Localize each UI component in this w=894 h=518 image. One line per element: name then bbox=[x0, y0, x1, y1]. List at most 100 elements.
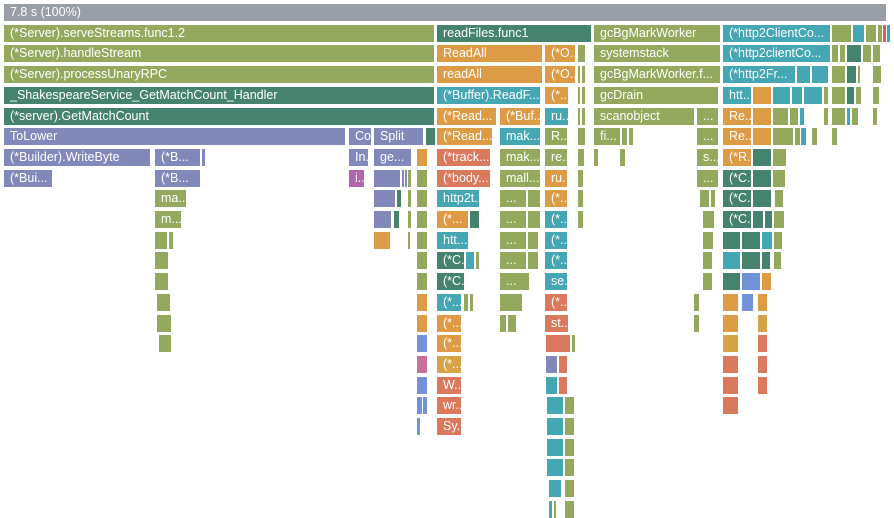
flame-frame[interactable] bbox=[873, 107, 877, 125]
flame-frame[interactable] bbox=[775, 190, 783, 208]
flame-frame[interactable] bbox=[723, 273, 740, 291]
flame-frame[interactable] bbox=[753, 190, 771, 208]
flame-frame[interactable] bbox=[694, 293, 699, 311]
flame-frame[interactable]: Split bbox=[374, 128, 423, 146]
flame-frame[interactable] bbox=[572, 335, 575, 353]
flame-frame[interactable] bbox=[773, 128, 793, 146]
flame-frame[interactable] bbox=[847, 107, 850, 125]
flame-frame[interactable]: (*... bbox=[545, 252, 567, 270]
flame-frame[interactable] bbox=[426, 128, 435, 146]
flame-frame[interactable]: (*... bbox=[545, 231, 567, 249]
flame-frame[interactable] bbox=[508, 314, 516, 332]
flame-frame[interactable] bbox=[774, 252, 781, 270]
flame-frame[interactable]: htt... bbox=[437, 231, 468, 249]
flame-frame[interactable] bbox=[417, 293, 427, 311]
flame-frame[interactable]: Re... bbox=[723, 128, 751, 146]
flame-frame[interactable] bbox=[470, 293, 473, 311]
flame-frame[interactable] bbox=[417, 252, 427, 270]
flame-frame[interactable] bbox=[547, 397, 563, 415]
flame-frame[interactable]: R... bbox=[545, 128, 567, 146]
flame-frame[interactable] bbox=[417, 211, 427, 228]
flame-frame[interactable] bbox=[402, 169, 404, 187]
flame-frame[interactable] bbox=[742, 231, 760, 249]
flame-frame[interactable]: (*... bbox=[545, 211, 567, 228]
flame-frame[interactable] bbox=[546, 355, 557, 373]
flame-frame[interactable]: (*... bbox=[437, 211, 468, 228]
flame-frame[interactable]: (*body... bbox=[437, 169, 490, 187]
flame-frame[interactable] bbox=[847, 66, 856, 84]
flame-frame[interactable] bbox=[374, 169, 400, 187]
flame-frame[interactable]: (*... bbox=[437, 335, 461, 353]
flame-frame[interactable]: (*Buf... bbox=[500, 107, 540, 125]
flame-frame[interactable] bbox=[742, 252, 760, 270]
flame-frame[interactable] bbox=[700, 190, 709, 208]
flame-frame[interactable] bbox=[742, 293, 753, 311]
flame-frame[interactable] bbox=[408, 169, 411, 187]
flame-frame[interactable] bbox=[800, 107, 804, 125]
flame-frame[interactable] bbox=[753, 169, 771, 187]
flame-frame[interactable]: (*C... bbox=[437, 252, 464, 270]
flame-frame[interactable] bbox=[773, 148, 786, 166]
flame-frame[interactable]: se... bbox=[545, 273, 567, 291]
flame-frame[interactable] bbox=[528, 211, 540, 228]
flame-frame[interactable] bbox=[169, 231, 173, 249]
flame-frame[interactable] bbox=[753, 211, 763, 228]
flame-frame[interactable]: re... bbox=[545, 148, 567, 166]
flame-frame[interactable] bbox=[565, 418, 574, 435]
flame-frame[interactable] bbox=[703, 231, 713, 249]
flame-frame[interactable]: ... bbox=[500, 211, 526, 228]
flame-frame[interactable] bbox=[476, 252, 479, 270]
flame-root-frame[interactable]: 7.8 s (100%) bbox=[4, 4, 886, 21]
flame-frame[interactable] bbox=[500, 314, 506, 332]
flame-frame[interactable]: htt... bbox=[723, 86, 751, 104]
flame-frame[interactable] bbox=[578, 211, 583, 228]
flame-frame[interactable] bbox=[582, 66, 585, 84]
flame-frame[interactable] bbox=[863, 45, 871, 63]
flame-frame[interactable] bbox=[417, 355, 427, 373]
flame-frame[interactable] bbox=[620, 148, 625, 166]
flame-frame[interactable] bbox=[856, 86, 861, 104]
flame-frame[interactable] bbox=[417, 335, 427, 353]
flame-frame[interactable] bbox=[565, 500, 574, 518]
flame-frame[interactable]: (*C... bbox=[437, 273, 464, 291]
flame-frame[interactable]: (*Read... bbox=[437, 128, 492, 146]
flame-frame[interactable] bbox=[423, 397, 427, 415]
flame-frame[interactable] bbox=[565, 480, 574, 498]
flame-frame[interactable] bbox=[723, 314, 738, 332]
flame-frame[interactable] bbox=[753, 128, 771, 146]
flame-frame[interactable] bbox=[878, 24, 882, 42]
flame-frame[interactable]: (*B... bbox=[155, 169, 200, 187]
flame-frame[interactable] bbox=[723, 376, 738, 394]
flame-frame[interactable]: ... bbox=[500, 190, 526, 208]
flame-frame[interactable]: ... bbox=[697, 107, 718, 125]
flame-frame[interactable] bbox=[528, 252, 538, 270]
flame-frame[interactable]: (*C... bbox=[723, 169, 751, 187]
flame-frame[interactable] bbox=[812, 66, 828, 84]
flame-frame[interactable] bbox=[742, 273, 760, 291]
flame-frame[interactable] bbox=[853, 24, 864, 42]
flame-frame[interactable]: (*http2clientCo... bbox=[723, 45, 830, 63]
flame-frame[interactable] bbox=[824, 107, 828, 125]
flame-frame[interactable]: mall... bbox=[500, 169, 540, 187]
flame-frame[interactable] bbox=[157, 314, 171, 332]
flame-frame[interactable]: systemstack bbox=[594, 45, 720, 63]
flame-frame[interactable] bbox=[155, 273, 168, 291]
flame-frame[interactable]: fi... bbox=[594, 128, 620, 146]
flame-frame[interactable] bbox=[155, 252, 168, 270]
flame-frame[interactable] bbox=[374, 190, 395, 208]
flame-frame[interactable] bbox=[847, 86, 854, 104]
flame-frame[interactable] bbox=[578, 169, 583, 187]
flame-frame[interactable] bbox=[723, 397, 738, 415]
flame-frame[interactable] bbox=[578, 107, 580, 125]
flame-frame[interactable]: mak... bbox=[500, 128, 540, 146]
flame-frame[interactable]: s... bbox=[697, 148, 718, 166]
flame-frame[interactable]: ... bbox=[500, 252, 526, 270]
flame-frame[interactable]: Re... bbox=[723, 107, 751, 125]
flame-frame[interactable] bbox=[774, 211, 784, 228]
flame-frame[interactable] bbox=[578, 66, 580, 84]
flame-frame[interactable] bbox=[528, 190, 540, 208]
flame-frame[interactable] bbox=[774, 231, 782, 249]
flame-frame[interactable] bbox=[765, 211, 772, 228]
flame-frame[interactable] bbox=[795, 128, 800, 146]
flame-frame[interactable] bbox=[723, 335, 738, 353]
